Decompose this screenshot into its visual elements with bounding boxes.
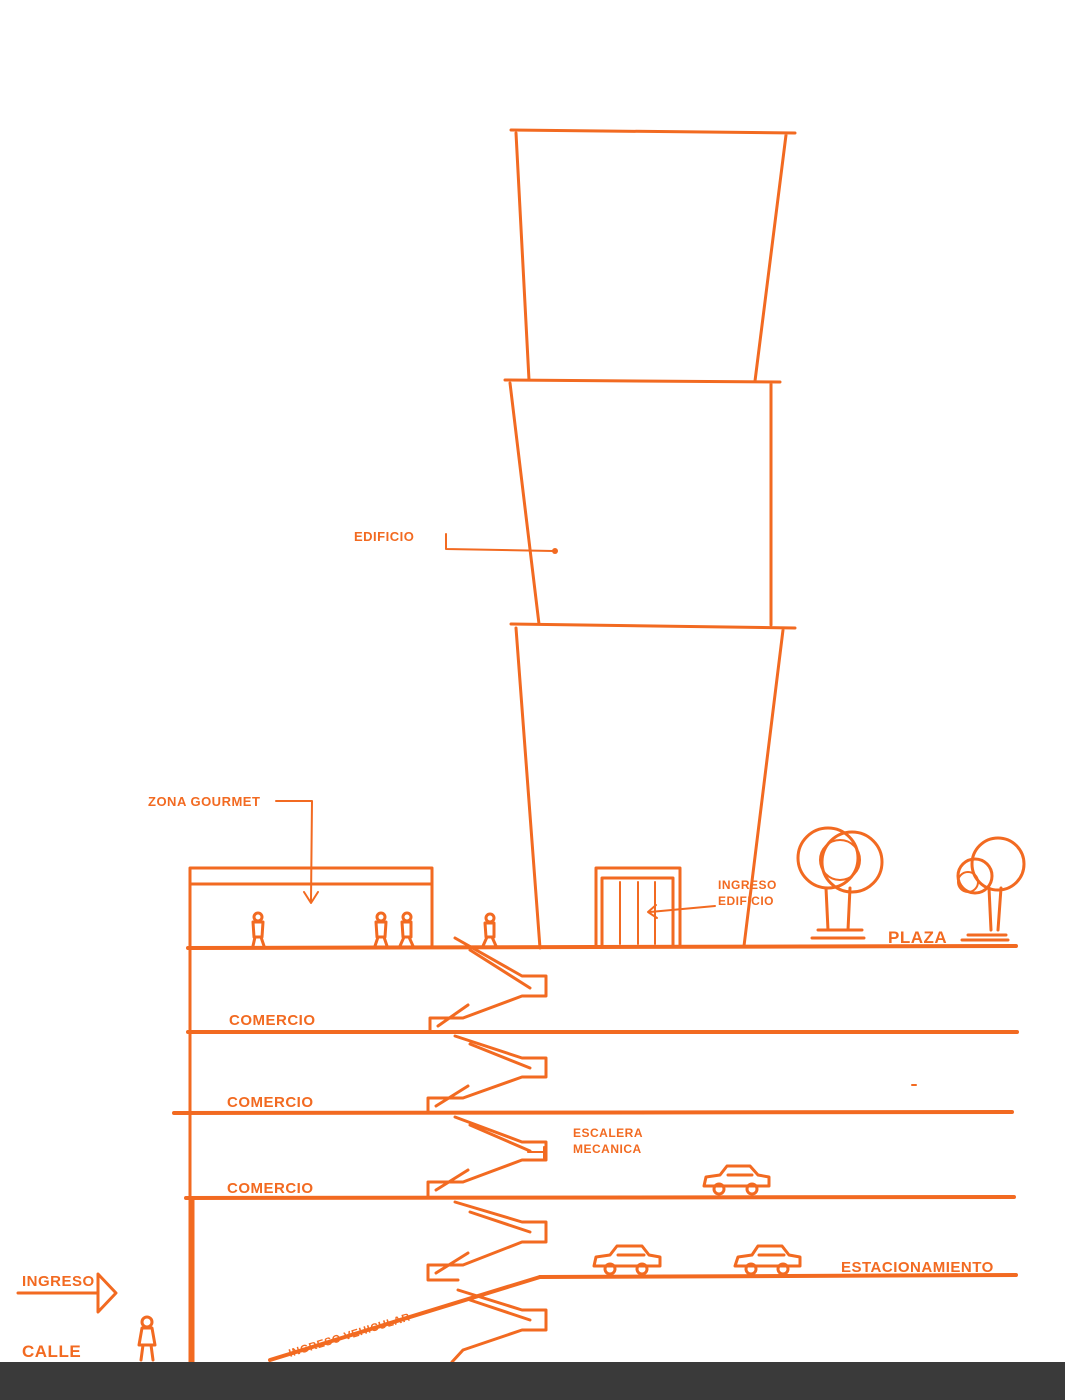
tree-icon [956, 836, 1026, 942]
person-figure [398, 911, 415, 948]
edificio-leader [445, 533, 554, 552]
label-plaza: PLAZA [888, 928, 947, 947]
label-ingreso-edificio-2: EDIFICIO [718, 894, 774, 908]
left-wall [188, 946, 195, 1362]
tower-top-block [509, 128, 797, 383]
people [137, 911, 498, 1362]
label-escalera-1: ESCALERA [573, 1126, 643, 1140]
slab-level-3 [184, 1195, 1016, 1200]
escalera-leader [527, 1146, 545, 1159]
person-figure-calle [137, 1315, 157, 1362]
slab-level-2 [172, 1110, 1014, 1115]
zona-gourmet-leader [275, 800, 319, 904]
label-ingreso-vehicular: INGRESO VEHICULAR [287, 1311, 411, 1359]
ground-slab [186, 944, 1018, 950]
tree-icon [796, 826, 884, 940]
tower-bottom-block [509, 622, 797, 950]
label-estacionamiento: ESTACIONAMIENTO [841, 1259, 994, 1276]
label-ingreso-edificio-1: INGRESO [718, 878, 777, 892]
person-figure [481, 912, 498, 948]
label-zona-gourmet: ZONA GOURMET [148, 794, 260, 809]
label-edificio: EDIFICIO [354, 529, 414, 544]
escalator [426, 1034, 548, 1115]
tower [503, 128, 797, 950]
label-escalera-2: MECANICA [573, 1142, 642, 1156]
footer-bar [0, 1362, 1065, 1400]
escalators [426, 936, 548, 1362]
label-comercio-1: COMERCIO [229, 1012, 316, 1029]
ramp-vehicular [268, 1275, 542, 1362]
label-comercio-2: COMERCIO [227, 1094, 314, 1111]
person-figure [373, 911, 389, 948]
label-comercio-3: COMERCIO [227, 1180, 314, 1197]
escalator [450, 1288, 548, 1362]
ingreso-arrow-icon [16, 1272, 118, 1314]
escalator [426, 1115, 548, 1200]
floor-slabs [172, 944, 1019, 1362]
edificio-leader-dot [552, 548, 558, 554]
tower-middle-block [503, 378, 782, 627]
ingreso-edificio-arrow [647, 904, 716, 919]
car-icon [733, 1244, 802, 1276]
car-icon [702, 1164, 771, 1196]
escalator [426, 1200, 548, 1282]
car-icon [592, 1244, 662, 1276]
label-calle: CALLE [22, 1342, 81, 1361]
building-entrance-door [594, 866, 682, 948]
escalator [428, 936, 548, 1034]
section-diagram: EDIFICIO ZONA GOURMET [16, 128, 1026, 1362]
person-figure [251, 911, 266, 948]
slab-parking [538, 1273, 1018, 1279]
label-ingreso: INGRESO [22, 1273, 95, 1290]
